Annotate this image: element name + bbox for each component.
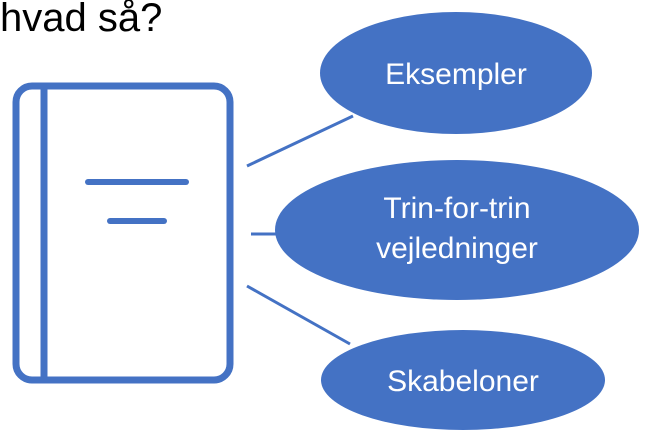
connector-examples — [246, 114, 354, 168]
node-examples: Eksempler — [320, 12, 592, 134]
node-step-by-step-label-line1: Trin-for-trin — [383, 192, 530, 225]
connector-templates — [246, 284, 351, 346]
node-step-by-step: Trin-for-trin vejledninger — [275, 160, 639, 300]
node-step-by-step-shape — [275, 160, 639, 300]
book-icon — [12, 82, 234, 384]
node-step-by-step-label-line2: vejledninger — [376, 232, 538, 265]
node-templates: Skabeloner — [321, 330, 605, 430]
node-examples-label: Eksempler — [385, 58, 527, 91]
node-templates-shape — [321, 330, 605, 430]
node-templates-label: Skabeloner — [387, 365, 539, 398]
diagram-title: hvad så? — [0, 0, 163, 40]
node-examples-shape — [320, 12, 592, 134]
